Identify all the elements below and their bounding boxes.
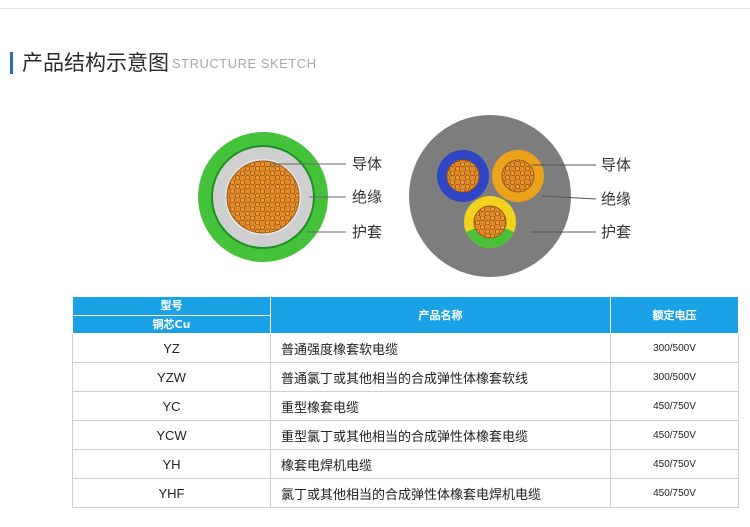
three-core-cable-diagram: 导体 绝缘 护套 xyxy=(409,115,631,277)
cell-voltage: 450/750V xyxy=(610,449,739,479)
cell-name: 橡套电焊机电缆 xyxy=(270,449,611,479)
cell-name: 普通氯丁或其他相当的合成弹性体橡套软线 xyxy=(270,362,611,392)
table-row: YZ 普通强度橡套软电缆 300/500V xyxy=(72,333,739,363)
cell-voltage: 450/750V xyxy=(610,478,739,508)
cell-name: 重型橡套电缆 xyxy=(270,391,611,421)
cell-model: YC xyxy=(72,391,271,421)
conductor-core xyxy=(226,160,300,234)
header-model: 型号 铜芯Cu xyxy=(72,296,271,334)
label-conductor: 导体 xyxy=(601,156,631,174)
table-row: YZW 普通氯丁或其他相当的合成弹性体橡套软线 300/500V xyxy=(72,362,739,392)
cell-voltage: 450/750V xyxy=(610,391,739,421)
single-core-cable-diagram: 导体 绝缘 护套 xyxy=(198,132,382,262)
header-model-label: 型号 xyxy=(73,298,270,316)
table-row: YHF 氯丁或其他相当的合成弹性体橡套电焊机电缆 450/750V xyxy=(72,478,739,508)
cell-model: YZ xyxy=(72,333,271,363)
table-row: YCW 重型氯丁或其他相当的合成弹性体橡套电缆 450/750V xyxy=(72,420,739,450)
label-insulation: 绝缘 xyxy=(601,190,631,208)
cell-name: 氯丁或其他相当的合成弹性体橡套电焊机电缆 xyxy=(270,478,611,508)
heading-accent-bar xyxy=(10,52,13,74)
top-divider xyxy=(0,8,750,9)
header-name: 产品名称 xyxy=(270,296,611,334)
cell-voltage: 450/750V xyxy=(610,420,739,450)
cell-voltage: 300/500V xyxy=(610,362,739,392)
label-conductor: 导体 xyxy=(352,155,382,173)
table-row: YC 重型橡套电缆 450/750V xyxy=(72,391,739,421)
cell-model: YH xyxy=(72,449,271,479)
cell-name: 普通强度橡套软电缆 xyxy=(270,333,611,363)
structure-sketch: 导体 绝缘 护套 导体 绝缘 护套 xyxy=(198,115,631,277)
label-sheath: 护套 xyxy=(601,223,631,241)
label-sheath: 护套 xyxy=(352,223,382,241)
cell-model: YZW xyxy=(72,362,271,392)
cell-model: YHF xyxy=(72,478,271,508)
table-header-row: 型号 铜芯Cu 产品名称 额定电压 xyxy=(72,296,739,334)
table-row: YH 橡套电焊机电缆 450/750V xyxy=(72,449,739,479)
label-insulation: 绝缘 xyxy=(352,188,382,206)
header-material-label: 铜芯Cu xyxy=(152,317,191,331)
cell-name: 重型氯丁或其他相当的合成弹性体橡套电缆 xyxy=(270,420,611,450)
cell-voltage: 300/500V xyxy=(610,333,739,363)
header-voltage: 额定电压 xyxy=(610,296,739,334)
spec-table: 型号 铜芯Cu 产品名称 额定电压 YZ 普通强度橡套软电缆 300/500V … xyxy=(72,296,739,508)
section-title: 产品结构示意图 xyxy=(22,51,169,75)
cell-model: YCW xyxy=(72,420,271,450)
section-subtitle: STRUCTURE SKETCH xyxy=(172,56,317,71)
